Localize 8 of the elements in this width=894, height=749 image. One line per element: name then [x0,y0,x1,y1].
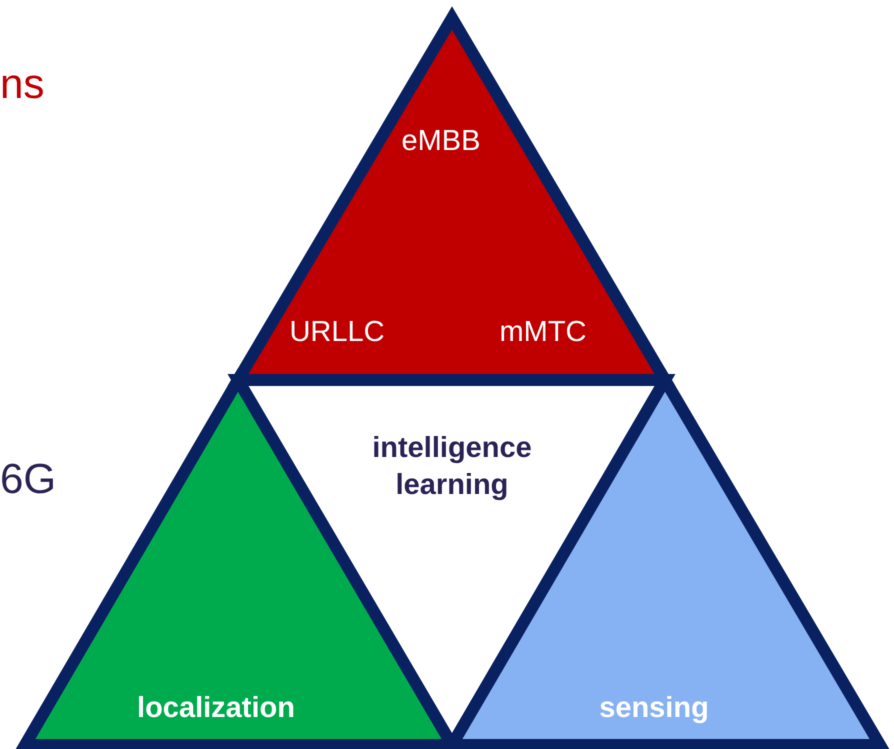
triangle-label: intelligence learning [371,431,533,503]
heading-fragment: 6G [0,455,56,503]
heading-fragment: ns [0,60,44,108]
triangle-label: mMTC [500,316,586,349]
triangle-label: URLLC [289,316,385,349]
triangle-label: localization [137,692,295,725]
triangle-label: sensing [599,692,709,725]
triangle-label: eMBB [402,125,480,158]
